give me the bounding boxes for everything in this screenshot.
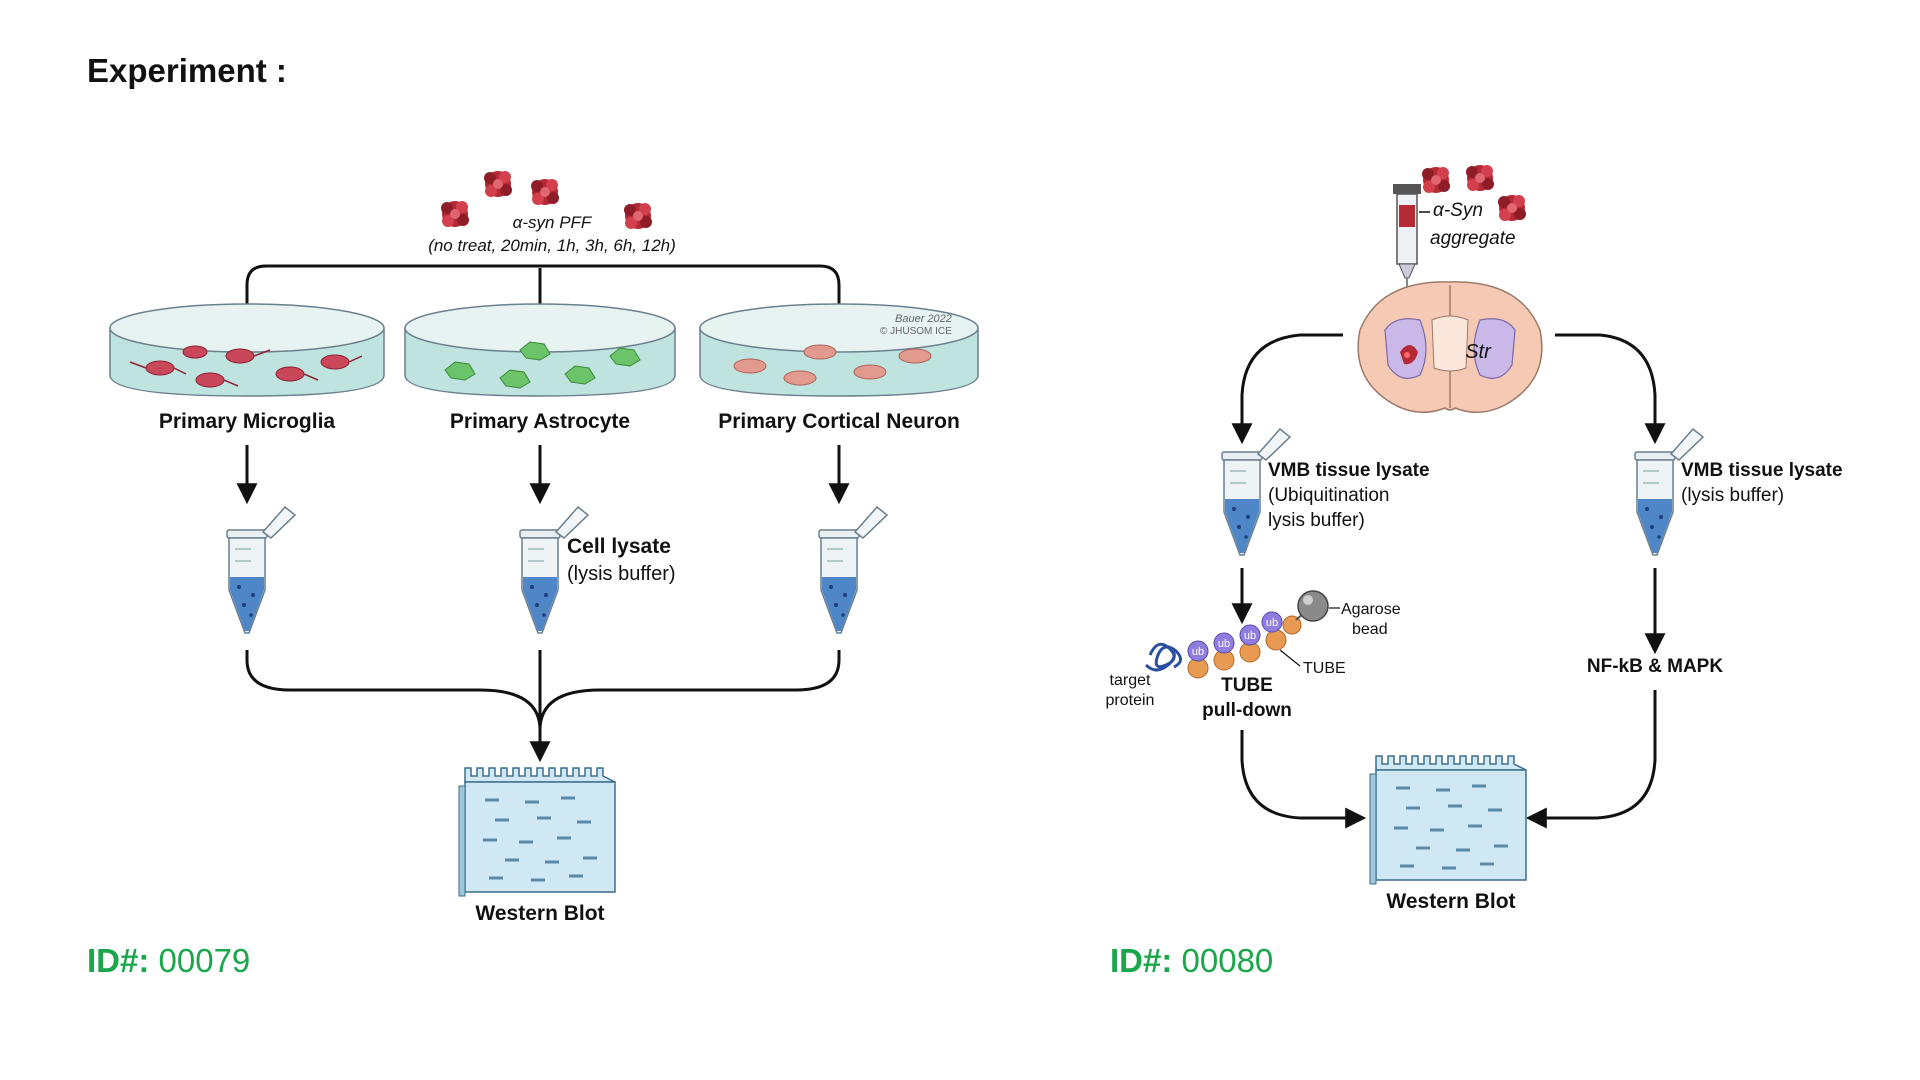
- syn-aggregate-label-2: aggregate: [1430, 228, 1516, 249]
- agarose-bead-label-1: Agarose: [1341, 601, 1401, 618]
- vmb-lysate-right-title: VMB tissue lysate: [1681, 460, 1843, 481]
- pff-label: α-syn PFF: [513, 213, 593, 232]
- id-prefix-right: ID#:: [1110, 942, 1173, 979]
- vmb-lysate-right-buffer: (lysis buffer): [1681, 485, 1784, 506]
- lysate-tube-neuron: [818, 506, 888, 634]
- target-protein-label-1: target: [1110, 672, 1151, 689]
- neuron-dish: [699, 303, 979, 397]
- arrow-pathway-to-blot: [1525, 690, 1657, 829]
- ub-label-3: ub: [1244, 630, 1256, 642]
- ub-label-2: ub: [1218, 638, 1230, 650]
- striatum-label: Str: [1465, 341, 1492, 363]
- astrocyte-dish: [404, 303, 676, 397]
- left-panel: α-syn PFF (no treat, 20min, 1h, 3h, 6h, …: [109, 171, 979, 925]
- ub-label-1: ub: [1192, 646, 1204, 658]
- vmb-lysate-left-title: VMB tissue lysate: [1268, 460, 1430, 481]
- id-value-left: 00079: [158, 942, 251, 979]
- merge-line-left: [245, 650, 542, 731]
- watermark-signature: Bauer 2022: [895, 313, 952, 325]
- cell-lysate-label: Cell lysate: [567, 535, 671, 558]
- western-blot-label-right: Western Blot: [1386, 890, 1515, 913]
- brain-section: [1357, 281, 1543, 414]
- id-prefix-left: ID#:: [87, 942, 150, 979]
- agarose-bead-icon: [1297, 590, 1329, 622]
- pff-timepoints: (no treat, 20min, 1h, 3h, 6h, 12h): [428, 236, 676, 255]
- id-value-right: 00080: [1181, 942, 1274, 979]
- treatment-branch-line: [245, 264, 841, 305]
- microglia-dish: [109, 303, 385, 397]
- syn-aggregate-label-1: α-Syn: [1433, 200, 1483, 221]
- arrow-brain-to-right-lysate: [1555, 333, 1666, 445]
- western-blot-label-left: Western Blot: [475, 902, 604, 925]
- lysate-tube-microglia: [226, 506, 296, 634]
- target-protein-icon: [1144, 642, 1182, 672]
- vmb-lysate-left-buffer-1: (Ubiquitination: [1268, 485, 1389, 506]
- watermark-copyright: © JHUSOM ICE: [880, 326, 952, 337]
- culture-label-astrocyte: Primary Astrocyte: [450, 410, 630, 433]
- pulldown-label-1: TUBE: [1221, 675, 1273, 696]
- western-blot-membrane-right: [1368, 754, 1528, 886]
- experiment-id-right: ID#: 00080: [1110, 942, 1273, 980]
- experiment-id-left: ID#: 00079: [87, 942, 250, 980]
- culture-label-neuron: Primary Cortical Neuron: [718, 410, 960, 433]
- arrow-brain-to-left-lysate: [1231, 333, 1343, 445]
- cell-lysate-buffer: (lysis buffer): [567, 563, 676, 585]
- vmb-lysate-left-buffer-2: lysis buffer): [1268, 510, 1365, 531]
- pathway-label: NF-kB & MAPK: [1587, 656, 1723, 677]
- ub-label-4: ub: [1266, 617, 1278, 629]
- western-blot-membrane-left: [457, 766, 617, 898]
- tube-ligand-label: TUBE: [1303, 660, 1346, 677]
- arrow-pulldown-to-blot: [1240, 730, 1367, 829]
- pulldown-label-2: pull-down: [1202, 700, 1292, 721]
- culture-label-microglia: Primary Microglia: [159, 410, 336, 433]
- page-title: Experiment :: [87, 52, 287, 89]
- tube-pulldown-molecule: ub ub ub ub: [1144, 590, 1329, 679]
- right-panel: α-Syn aggregate Str VMB tissue lysate (U…: [1106, 165, 1843, 913]
- agarose-bead-label-2: bead: [1352, 621, 1388, 638]
- merge-line-right: [538, 650, 841, 731]
- target-protein-label-2: protein: [1106, 692, 1155, 709]
